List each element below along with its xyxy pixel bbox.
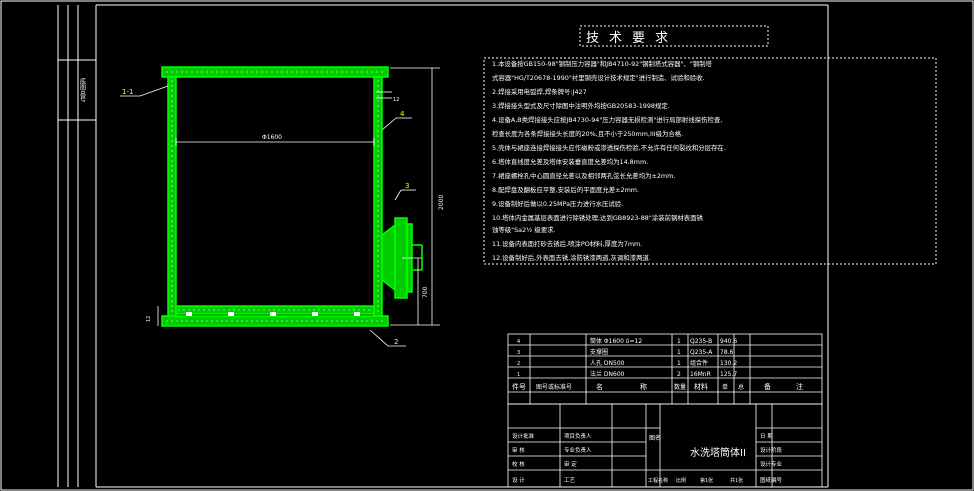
bottom-flange	[161, 315, 389, 327]
label-review: 审 核	[512, 446, 525, 454]
title-mid-labels: 项目负责人 专业负责人 审 定 工艺	[564, 432, 592, 484]
dim-bottom: 12	[146, 316, 152, 322]
label-process: 工艺	[564, 477, 576, 484]
vessel-body	[161, 66, 423, 327]
leader-label-2: 2	[394, 338, 398, 346]
title-left-labels: 设计批准 审 核 校 核 设 计	[512, 432, 535, 484]
parts-table	[507, 333, 823, 405]
dim-inner-width: Φ1600	[262, 134, 282, 141]
leader-label-3: 3	[405, 182, 409, 190]
label-discipline-lead: 专业负责人	[564, 446, 592, 454]
label-check: 校 核	[512, 460, 525, 468]
part-material: 16MnR	[690, 371, 711, 378]
label-drawing-no: 图纸编号	[760, 476, 783, 484]
header-name-2: 称	[640, 382, 647, 391]
title-bottom-row: 工程名称 比例 第1张 共1张	[648, 477, 743, 484]
part-material: Q235-B	[690, 338, 712, 345]
tech-req-heading: 技术要求	[586, 31, 678, 46]
leader-label-1: 1-1	[122, 88, 133, 96]
tech-req-list: 1.本设备按GB150-98"钢制压力容器"和JB4710-92"钢制塔式容器"…	[492, 59, 726, 262]
tech-req-heading-box	[579, 25, 769, 47]
req-line: 8.配焊盘及翻板应平整,安装后的平面度允差±2mm.	[492, 185, 639, 194]
header-no: 件号	[512, 382, 526, 391]
part-name: 人孔 DN500	[590, 359, 625, 367]
header-note-2: 注	[796, 382, 803, 391]
req-line: 式容器"HG/T20678-1990"衬里钢壳设计技术规定"进行制造、试验和验收…	[492, 73, 705, 82]
part-qty: 2	[677, 371, 681, 378]
label-stage: 设计阶段	[760, 446, 783, 454]
label-sheets-total: 共1张	[730, 477, 743, 484]
part-name: 法兰 DN600	[590, 370, 625, 378]
part-weight: 125.7	[720, 371, 737, 378]
part-qty: 1	[677, 338, 681, 345]
label-sheet: 第1张	[700, 477, 713, 484]
leader-label-4: 4	[400, 110, 405, 118]
req-line: 6.塔体直线度允差及塔体安装垂直度允差均为14.8mm.	[492, 157, 648, 166]
part-weight: 130.2	[720, 360, 737, 367]
req-line: 9.设备制好后做以0.25MPa压力进行水压试验.	[492, 199, 623, 208]
parts-header: 件号 图号或标准号 名 称 数量 材料 单 总 备 注	[512, 382, 803, 391]
header-name-1: 名	[596, 382, 603, 391]
part-no: 4	[517, 339, 520, 345]
part-no: 2	[517, 361, 520, 367]
dimension-lines	[157, 67, 440, 326]
part-weight: 940.6	[720, 338, 737, 345]
label-project-lead: 项目负责人	[564, 432, 592, 440]
leaders	[120, 85, 416, 347]
title-right-labels: 日 期 设计阶段 设计专业 图纸编号	[760, 433, 783, 484]
part-no: 1	[517, 372, 520, 378]
label-design: 设 计	[512, 476, 525, 484]
figure-label: 图名	[649, 434, 661, 442]
flange-bolts	[186, 312, 360, 316]
dim-wall: 12	[393, 97, 399, 103]
label-discipline: 设计专业	[760, 460, 783, 468]
req-line: 11.设备内表面打砂去锈后,喷涂PO材料,厚度为7mm.	[492, 239, 642, 248]
tech-req-box	[483, 57, 937, 265]
part-name: 支撑圈	[590, 348, 608, 356]
header-material: 材料	[694, 382, 708, 391]
header-code: 图号或标准号	[536, 383, 572, 391]
top-flange	[161, 66, 389, 78]
part-material: Q235-A	[690, 349, 713, 356]
req-line: 5.壳体与裙座连接焊接接头应作磁粉或渗透探伤检验,不允许有任何裂纹和分层存在.	[492, 143, 726, 152]
label-approve: 设计批准	[512, 432, 535, 440]
req-line: 12.设备制好后,外表面去锈,涂防锈漆两道,灰调和漆两道.	[492, 253, 651, 262]
label-date: 日 期	[760, 433, 773, 440]
dim-height-total: 2000	[438, 195, 445, 210]
part-name: 筒体 Φ1600 δ=12	[590, 337, 642, 345]
req-line: 检查长度为各条焊接接头长度的20%,且不小于250mm,III级为合格.	[492, 129, 683, 138]
label-scale: 比例	[676, 477, 686, 484]
req-line: 1.本设备按GB150-98"钢制压力容器"和JB4710-92"钢制塔式容器"…	[492, 59, 713, 68]
manhole-neck	[381, 223, 396, 292]
req-line: 10.塔体内金属基层表面进行除锈处理,达到GB8923-88"涂装前钢材表面锈	[492, 213, 704, 222]
req-line: 4.设备A,B类焊接接头应按JB4730-94"压力容器无损检测"进行局部射线探…	[492, 115, 722, 124]
req-line: 2.焊接采用电弧焊,焊条牌号:J427	[492, 87, 587, 96]
label-approval: 审 定	[564, 460, 577, 468]
part-qty: 1	[677, 349, 681, 356]
drawing-name: 水洗塔筒体II	[690, 446, 746, 459]
part-material: 组合件	[690, 359, 708, 367]
side-stamp: 底图总号	[79, 77, 86, 103]
req-line: 3.焊接接头型式及尺寸除图中注明外均按GB20583-1998规定.	[492, 101, 670, 110]
label-project-name: 工程名称	[648, 477, 668, 484]
title-block	[507, 403, 823, 488]
req-line: 7.裙座螺栓孔中心圆直径允差以及相邻两孔弦长允差均为±2mm.	[492, 171, 675, 180]
wall-hatch	[166, 71, 386, 322]
part-qty: 1	[677, 360, 681, 367]
header-qty: 数量	[674, 383, 686, 391]
req-line: 蚀等级"Sa2½ 级要求.	[492, 225, 556, 234]
header-unit: 单	[722, 383, 728, 391]
part-weight: 78.6	[720, 349, 734, 356]
part-no: 3	[517, 350, 520, 356]
side-strip	[57, 5, 96, 487]
dim-height-lower: 700	[422, 286, 429, 298]
header-total: 总	[738, 383, 744, 391]
parts-rows: 4 筒体 Φ1600 δ=12 1 Q235-B 940.6 3 支撑圈 1 Q…	[517, 337, 737, 378]
header-note-1: 备	[764, 382, 771, 391]
